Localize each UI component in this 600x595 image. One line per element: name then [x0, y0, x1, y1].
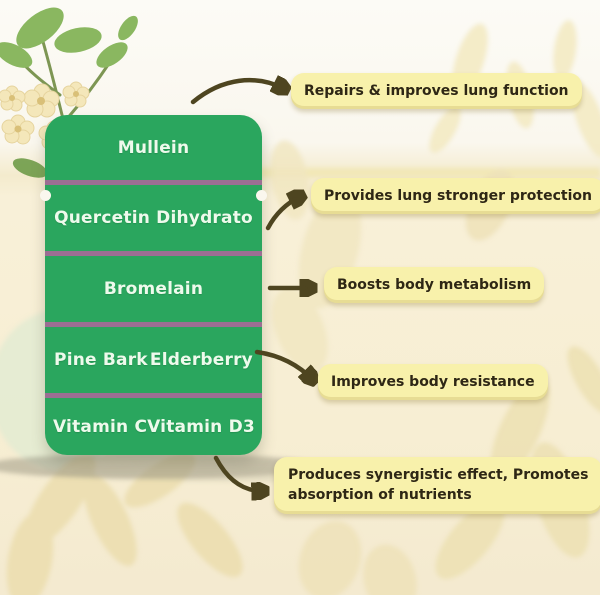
ingredient-label: Mullein — [117, 137, 190, 158]
ingredient-label: Bromelain — [103, 279, 204, 299]
row-divider — [45, 180, 262, 185]
ingredient-row-vitamins: Vitamin C Vitamin D3 — [45, 398, 262, 455]
callout-body-metabolism: Boosts body metabolism — [324, 267, 545, 303]
ingredient-label: Elderberry — [149, 350, 253, 370]
ingredient-label: Quercetin Dihydrato — [54, 208, 253, 228]
callout-label: Improves body resistance — [331, 374, 535, 390]
leaf-cluster — [0, 7, 138, 68]
callout-label-line-1: Produces synergistic effect, Promotes — [288, 467, 589, 483]
callout-lung-protection: Provides lung stronger protection — [311, 178, 600, 214]
panel-notch-left — [40, 190, 51, 201]
callout-repairs-lung-function: Repairs & improves lung function — [291, 73, 582, 109]
callout-label: Boosts body metabolism — [337, 277, 532, 293]
ingredient-label: Vitamin C — [53, 416, 148, 437]
ingredient-row-quercetin: Quercetin Dihydrato — [45, 185, 262, 251]
row-divider — [45, 251, 262, 256]
ingredient-row-bromelain: Bromelain — [45, 256, 262, 322]
callout-body-resistance: Improves body resistance — [318, 364, 548, 400]
ingredient-label: Vitamin D3 — [147, 416, 255, 437]
row-divider — [45, 393, 262, 398]
callout-label: Repairs & improves lung function — [304, 83, 569, 99]
callout-synergistic-effect: Produces synergistic effect, Promotes ab… — [274, 457, 600, 515]
row-divider — [45, 322, 262, 327]
callout-label: Provides lung stronger protection — [324, 188, 592, 204]
callout-label-line-2: absorption of nutrients — [288, 486, 472, 503]
panel-notch-right — [256, 190, 267, 201]
ingredient-row-mullein: Mullein — [45, 115, 262, 180]
ingredient-panel: Mullein Quercetin Dihydrato Bromelain Pi… — [40, 115, 267, 455]
ingredient-label: Pine Bark — [54, 350, 148, 370]
ingredient-row-pinebark-elderberry: Pine Bark Elderberry — [45, 327, 262, 393]
